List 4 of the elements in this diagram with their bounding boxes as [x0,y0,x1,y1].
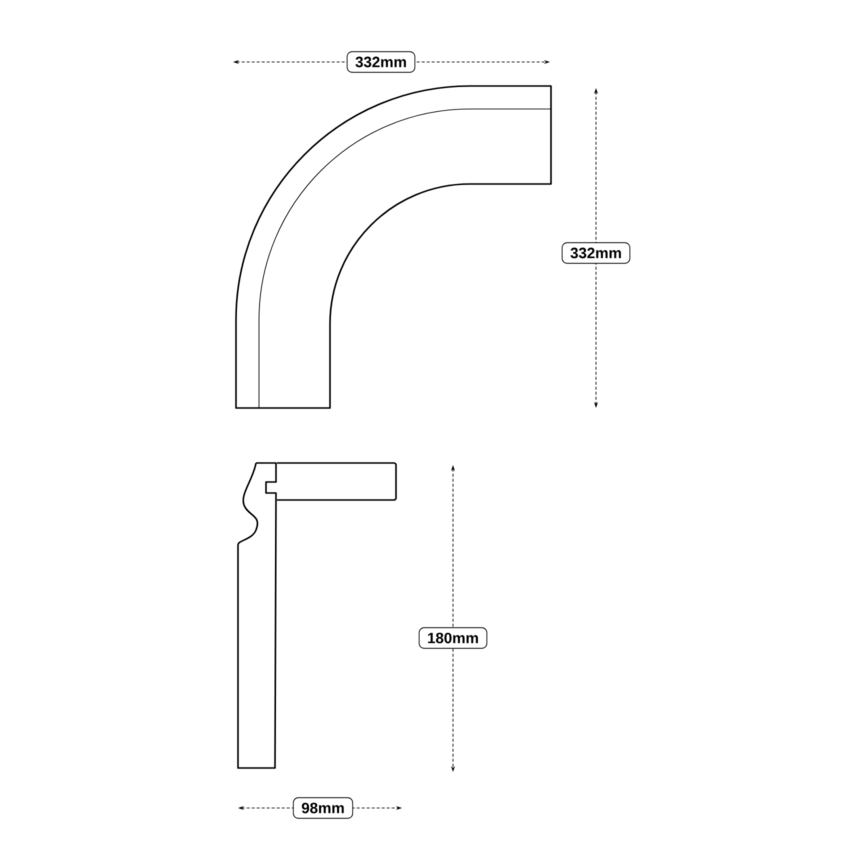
dimension-label: 180mm [418,627,488,649]
dimension-label: 98mm [292,797,354,819]
dimension-label: 332mm [562,242,630,264]
dimension-label: 332mm [346,51,416,73]
